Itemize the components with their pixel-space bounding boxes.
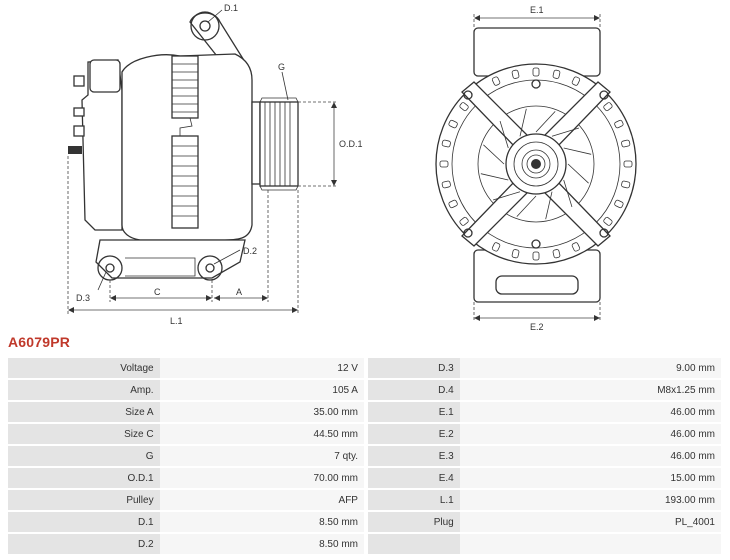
spec-label: Amp.: [8, 380, 160, 400]
label-od1: O.D.1: [339, 139, 363, 149]
fan-blade: [516, 195, 537, 217]
spec-value: 70.00 mm: [159, 468, 368, 488]
spec-value: 46.00 mm: [459, 446, 721, 466]
spec-label: D.2: [8, 534, 160, 554]
spec-label: D.1: [8, 512, 160, 532]
spec-value: 12 V: [159, 358, 368, 378]
fan-blade: [499, 120, 509, 149]
fan-blade: [535, 111, 556, 133]
spec-value: 193.00 mm: [459, 490, 721, 510]
spec-label: E.1: [367, 402, 460, 422]
housing-vent: [491, 76, 501, 86]
spec-value: [459, 534, 721, 554]
housing-vent: [614, 199, 624, 209]
housing-vent: [448, 119, 458, 129]
label-d2: D.2: [243, 246, 257, 256]
alternator-front-view: [435, 14, 637, 322]
spec-label: Plug: [367, 512, 460, 532]
spec-label: E.4: [367, 468, 460, 488]
spec-label: Size C: [8, 424, 160, 444]
housing-vent: [439, 160, 449, 168]
spec-value: 44.50 mm: [159, 424, 368, 444]
housing-vent: [459, 216, 469, 226]
fan-blade: [545, 191, 553, 220]
spec-label: G: [8, 446, 160, 466]
label-a: A: [236, 287, 242, 297]
housing-vent: [441, 139, 451, 148]
spec-label: D.3: [367, 358, 460, 378]
fan-blade: [483, 144, 505, 165]
housing-vent: [491, 242, 501, 252]
spec-label: Voltage: [8, 358, 160, 378]
pulley: [259, 97, 299, 191]
label-g: G: [278, 62, 285, 72]
housing-vent: [441, 180, 451, 189]
housing-vent: [511, 249, 520, 259]
label-d1: D.1: [224, 3, 238, 13]
fan-blade: [519, 108, 527, 137]
housing-vent: [459, 102, 469, 112]
spec-label: [367, 534, 460, 554]
fan-blade: [563, 179, 573, 208]
housing-vent: [511, 69, 520, 79]
fan-blade: [567, 163, 589, 184]
fan-blade: [563, 147, 592, 155]
housing-vent: [614, 119, 624, 129]
housing-vent: [532, 67, 540, 77]
alternator-technical-drawing: D.1 G O.D.1 D.2 D.3 C A L.1 E.1 E.2: [67, 3, 637, 330]
fan-blade: [492, 191, 521, 201]
spec-label: Pulley: [8, 490, 160, 510]
spec-value: 15.00 mm: [459, 468, 721, 488]
label-e2: E.2: [530, 322, 544, 330]
spec-label: O.D.1: [8, 468, 160, 488]
label-e1: E.1: [530, 5, 544, 15]
product-code: A6079PR: [8, 334, 71, 350]
spec-value: 46.00 mm: [459, 424, 721, 444]
housing-vent: [621, 180, 631, 189]
housing-vent: [603, 216, 613, 226]
housing-vent: [571, 76, 581, 86]
housing-vent: [552, 69, 561, 79]
spec-value: 7 qty.: [159, 446, 368, 466]
spec-value: 46.00 mm: [459, 402, 721, 422]
spec-label: Size A: [8, 402, 160, 422]
alternator-side-view: [67, 9, 338, 314]
spec-label: E.2: [367, 424, 460, 444]
housing-vent: [448, 199, 458, 209]
housing-vent: [571, 242, 581, 252]
housing-vent: [532, 251, 540, 261]
spec-value: AFP: [159, 490, 368, 510]
spec-label: E.3: [367, 446, 460, 466]
housing-vent: [552, 249, 561, 259]
label-c: C: [154, 287, 161, 297]
spec-value: 8.50 mm: [159, 512, 368, 532]
label-d3: D.3: [76, 293, 90, 303]
spec-label: L.1: [367, 490, 460, 510]
housing-vent: [603, 102, 613, 112]
fan-blade: [480, 173, 509, 181]
spec-label: D.4: [367, 380, 460, 400]
label-l1: L.1: [170, 316, 183, 326]
housing-vent: [621, 139, 631, 148]
spec-value: 9.00 mm: [459, 358, 721, 378]
spec-value: 8.50 mm: [159, 534, 368, 554]
housing-vent: [623, 160, 633, 168]
spec-value: 35.00 mm: [159, 402, 368, 422]
spec-value: 105 A: [159, 380, 368, 400]
spec-value: M8x1.25 mm: [459, 380, 721, 400]
fan-blade: [551, 127, 580, 137]
spec-value: PL_4001: [459, 512, 721, 532]
